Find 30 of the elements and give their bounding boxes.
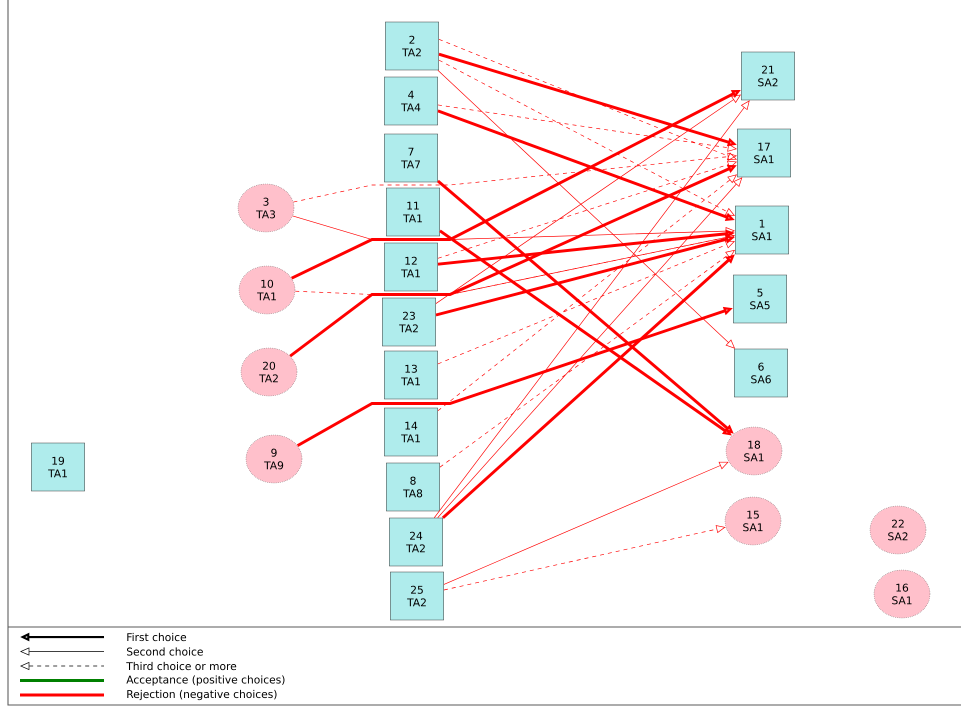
circle-node: 20 TA2 bbox=[240, 348, 298, 396]
circle-node: 22 SA2 bbox=[870, 506, 926, 554]
square-node: 25 TA2 bbox=[390, 572, 444, 620]
square-node: 24 TA2 bbox=[389, 518, 443, 566]
square-node: 1 SA1 bbox=[735, 206, 789, 254]
circle-node: 16 SA1 bbox=[874, 570, 930, 618]
square-node: 23 TA2 bbox=[382, 298, 436, 346]
square-node: 2 TA2 bbox=[385, 22, 439, 70]
legend-label: Second choice bbox=[126, 647, 203, 656]
square-node: 5 SA5 bbox=[733, 274, 787, 324]
square-node: 4 TA4 bbox=[384, 76, 438, 126]
legend-label: Rejection (negative choices) bbox=[127, 690, 277, 700]
circle-node: 3 TA3 bbox=[238, 184, 294, 232]
square-node: 14 TA1 bbox=[384, 408, 438, 456]
square-node: 12 TA1 bbox=[384, 242, 438, 292]
square-node: 6 SA6 bbox=[734, 348, 788, 398]
legend-label: Acceptance (positive choices) bbox=[126, 675, 284, 686]
square-node: 17 SA1 bbox=[737, 128, 791, 178]
square-node: 13 TA1 bbox=[384, 350, 438, 400]
circle-node: 10 TA1 bbox=[238, 266, 296, 314]
square-node: 8 TA8 bbox=[386, 462, 440, 512]
square-node: 7 TA7 bbox=[384, 134, 438, 182]
square-node: 19 TA1 bbox=[31, 442, 85, 492]
circle-node: 18 SA1 bbox=[726, 426, 782, 476]
legend-label: First choice bbox=[127, 632, 186, 642]
circle-node: 9 TA9 bbox=[246, 434, 302, 484]
circle-node: 15 SA1 bbox=[724, 496, 782, 546]
square-node: 21 SA2 bbox=[741, 52, 795, 100]
square-node: 11 TA1 bbox=[386, 188, 440, 236]
legend-label: Third choice or more bbox=[126, 662, 236, 670]
